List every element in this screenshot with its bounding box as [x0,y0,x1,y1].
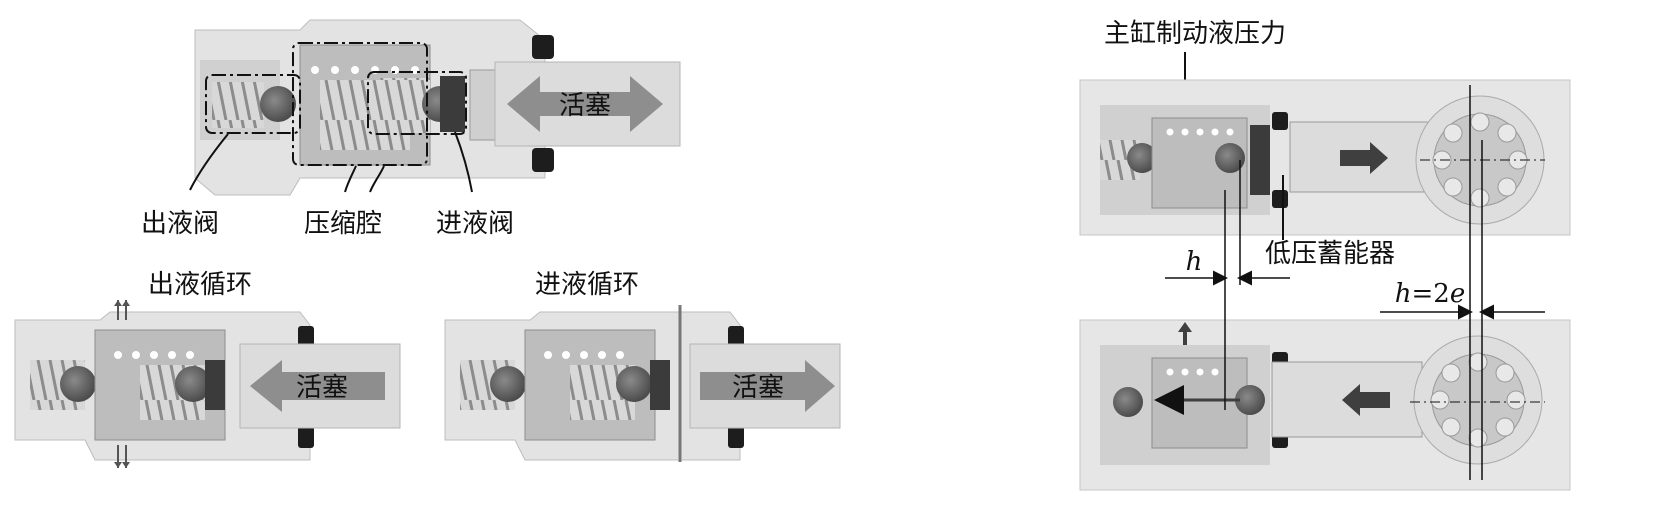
outlet-leader [189,133,229,191]
top-pump-section: 活塞 出液阀 压缩腔 进液阀 [141,19,681,239]
piston-double-arrow [507,76,663,132]
master-cylinder-pressure-label: 主缸制动液压力 [1104,19,1286,49]
seal-top [532,35,554,59]
compression-chamber-box [292,42,428,166]
outlet-cycle-section: 出液循环 活塞 [14,270,401,468]
chamber-leader-2 [369,165,385,193]
piston-right-arrow [700,360,835,412]
inlet-leader [454,131,473,193]
outlet-ball [260,86,296,122]
outlet-spring [212,82,264,128]
h-label: h [1186,247,1203,277]
low-pressure-accumulator-label: 低压蓄能器 [1265,239,1395,269]
eccentric-drive-section: 主缸制动液压力 [1079,19,1571,491]
seal-bottom [532,148,554,172]
inlet-valve-box [367,71,467,135]
inlet-valve-label: 进液阀 [436,209,514,239]
inlet-cycle-section: 进液循环 活塞 [444,270,841,462]
compression-chamber-label: 压缩腔 [304,209,382,239]
h-2e-label: h=2e [1395,279,1465,309]
outlet-valve-box [205,74,301,134]
h-2e-e: e [1450,279,1465,309]
h-2e-eq: =2 [1412,279,1450,309]
upper-piston-arrow [1340,142,1388,174]
piston-label-top: 活塞 [559,91,611,121]
inlet-spring [380,78,430,133]
lower-piston-arrow [1342,384,1390,416]
outlet-cycle-title: 出液循环 [148,270,252,300]
inlet-cycle-title: 进液循环 [535,270,639,300]
piston-label-outlet-cycle: 活塞 [296,373,348,403]
outlet-valve-label: 出液阀 [141,209,219,239]
chamber-leader-1 [344,165,357,193]
h-2e-h: h [1395,279,1412,309]
piston-label-inlet-cycle: 活塞 [732,373,784,403]
piston-left-arrow [250,360,385,412]
